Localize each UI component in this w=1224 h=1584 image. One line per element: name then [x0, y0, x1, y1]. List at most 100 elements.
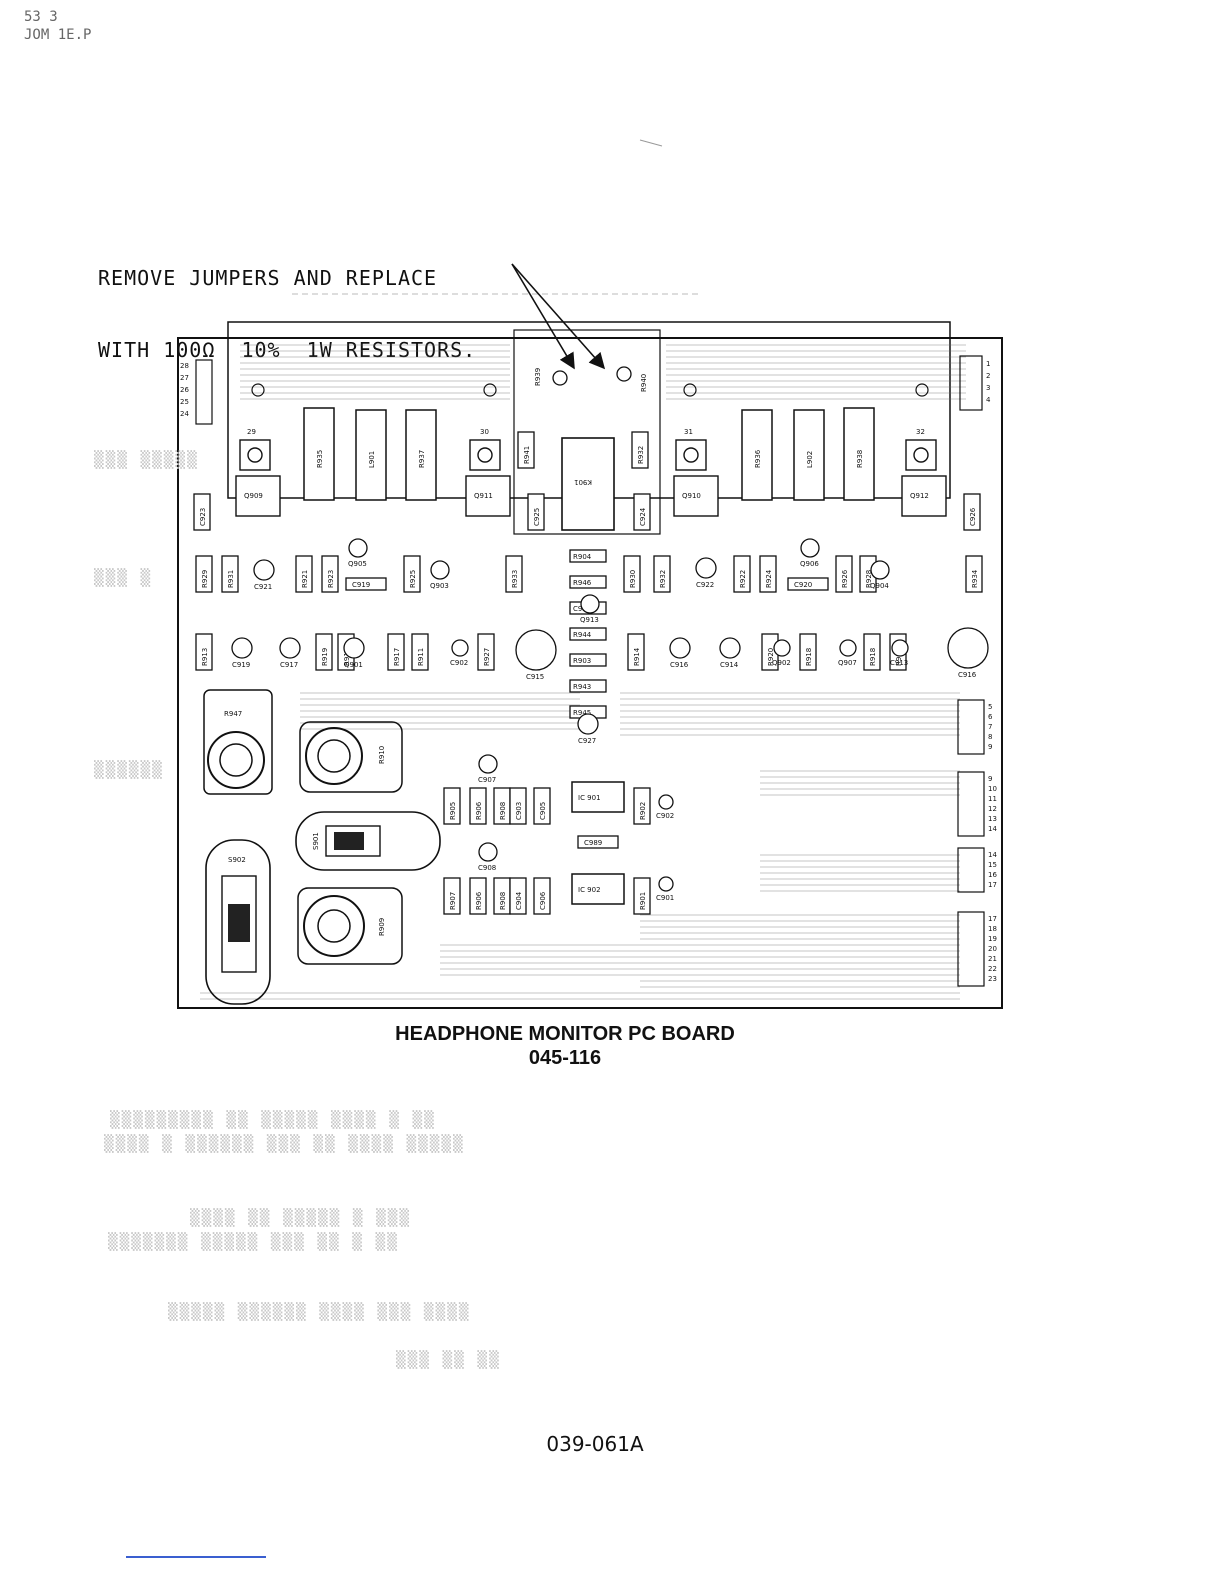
power-resistor: R936 [741, 409, 773, 501]
stacked-component-label: R903 [573, 657, 591, 665]
electrolytic-capacitor [515, 629, 557, 671]
power-resistor-label: R937 [418, 450, 426, 468]
stacked-component [569, 575, 607, 589]
stacked-component [569, 549, 607, 563]
board-title: HEADPHONE MONITOR PC BOARD [395, 1023, 735, 1045]
test-point: 30 [469, 428, 501, 471]
capacitor-label: C916 [958, 671, 977, 679]
bleed-through-text: ▒▒▒ ▒ [94, 568, 153, 587]
right-pin-label: 6 [988, 713, 993, 721]
right-pin-label: 23 [988, 975, 997, 983]
electrolytic-capacitor [947, 627, 989, 669]
resistor-label: R915 [343, 648, 351, 666]
stacked-component [569, 653, 607, 667]
transistor-label: Q904 [870, 582, 889, 590]
power-resistor-label: L902 [806, 451, 814, 468]
power-resistor-label: R935 [316, 450, 324, 468]
resistor [443, 877, 461, 915]
capacitor [533, 787, 551, 825]
right-pin-label: 11 [988, 795, 997, 803]
resistor-label: R933 [511, 570, 519, 588]
resistor [633, 787, 651, 825]
electrolytic-capacitor [577, 713, 599, 735]
ic-902: IC 902 [571, 873, 625, 905]
capacitor-label: C903 [515, 802, 523, 820]
resistor-label: R920 [767, 648, 775, 666]
ic-label: IC 901 [578, 794, 601, 802]
slide-switch-s902: S902 [205, 839, 271, 1005]
transistor-label: Q902 [772, 659, 791, 667]
transistor [580, 594, 600, 614]
power-resistor: R937 [405, 409, 437, 501]
resistor [221, 555, 239, 593]
resistor-label: R925 [409, 570, 417, 588]
test-point: 31 [675, 428, 707, 471]
resistor [835, 555, 853, 593]
capacitor-label: C920 [794, 581, 812, 589]
power-resistor: R938 [843, 407, 875, 501]
resistor [411, 633, 429, 671]
right-pin-label: 1 [986, 360, 990, 368]
transistor-label: Q901 [344, 661, 363, 669]
test-point-label: 30 [480, 428, 489, 436]
switches: S901 S902 [205, 811, 441, 1005]
resistor [195, 633, 213, 671]
potentiometer: R910 [299, 721, 403, 793]
right-pin-label: 3 [986, 384, 990, 392]
transistor-label: Q910 [682, 492, 701, 500]
capacitor-label: C915 [526, 673, 544, 681]
note-arrows [511, 263, 606, 370]
resistor [469, 877, 487, 915]
test-point: 29 [239, 428, 271, 471]
power-resistor-label: R936 [754, 449, 762, 468]
transistor [430, 560, 450, 580]
resistor-label: R931 [227, 570, 235, 588]
resistor-label: R906 [475, 801, 483, 820]
right-pin-label: 10 [988, 785, 997, 793]
output-transistor: Q910 [673, 475, 719, 517]
right-pin-label: 9 [988, 775, 992, 783]
electrolytic-capacitor [891, 639, 909, 657]
output-transistor: Q911 [465, 475, 511, 517]
resistor-label: R922 [739, 570, 747, 588]
capacitor-label: C921 [254, 583, 272, 591]
capacitor [193, 493, 211, 531]
transistor [800, 538, 820, 558]
resistor [469, 787, 487, 825]
right-pin-label: 17 [988, 915, 997, 923]
capacitor [533, 877, 551, 915]
stacked-component [569, 679, 607, 693]
resistor-label: R906 [475, 891, 483, 910]
resistor [623, 555, 641, 593]
electrolytic-capacitor [451, 639, 469, 657]
resistor-label: R912 [895, 648, 903, 666]
right-pin-label: 16 [988, 871, 997, 879]
pot-label: R910 [378, 746, 386, 764]
right-pin-label: 2 [986, 372, 990, 380]
right-pin-label: 4 [986, 396, 991, 404]
power-resistors: R935 L901 R937 R936 L902 R938 [303, 407, 875, 501]
capacitor-label: C919 [232, 661, 250, 669]
resistor-label: R926 [841, 569, 849, 588]
connector-block [957, 911, 985, 987]
capacitor-label: C925 [533, 508, 541, 526]
capacitor-label: C913 [890, 659, 908, 667]
resistor-label: R914 [633, 647, 641, 666]
test-point-label: 32 [916, 428, 925, 436]
capacitor-label: C922 [696, 581, 714, 589]
bleed-through-text: ▒▒▒▒▒ ▒▒▒▒▒▒ ▒▒▒▒ ▒▒▒ ▒▒▒▒ [168, 1302, 471, 1321]
transistor [870, 560, 890, 580]
bleed-through-text: ▒▒▒▒▒▒ [94, 760, 164, 779]
resistor-label: R911 [417, 648, 425, 666]
resistor-label: R930 [629, 570, 637, 588]
transistor [348, 538, 368, 558]
stacked-component-label: R943 [573, 683, 591, 691]
electrolytic-capacitor [658, 794, 674, 810]
transistor-label: Q911 [474, 492, 493, 500]
relay-k901: K901 [561, 437, 615, 531]
capacitor [577, 835, 619, 849]
resistor-label: R932 [659, 570, 667, 588]
